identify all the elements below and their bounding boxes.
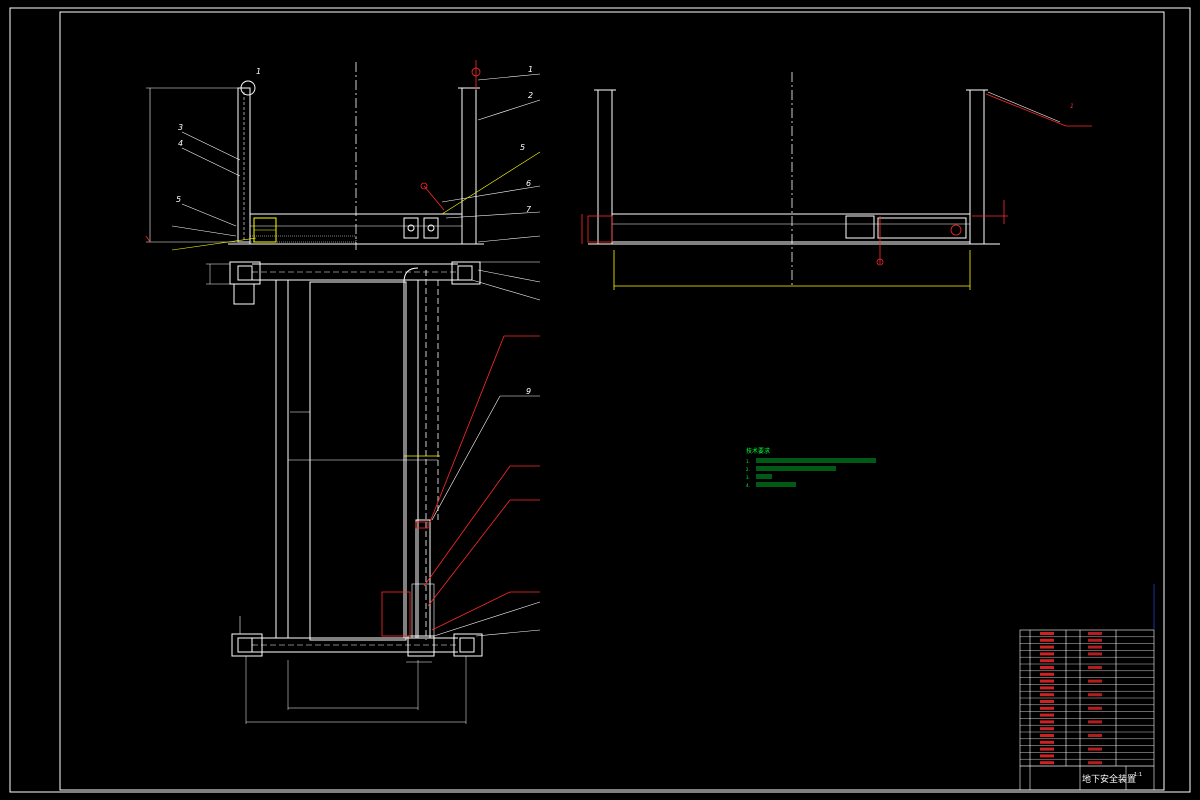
- left-post: [237, 87, 251, 243]
- parts-row-name-mark: [1040, 693, 1054, 697]
- callout-5-left: 5: [176, 195, 181, 204]
- parts-row-material-mark: [1088, 638, 1102, 642]
- bracket-bottom-right: [453, 633, 483, 657]
- inner-border: [59, 11, 1165, 791]
- note-line-2: 2.: [746, 467, 750, 472]
- callout-2: 2: [528, 91, 533, 100]
- parts-row-material-mark: [1088, 720, 1102, 724]
- parts-row-name-mark: [1040, 666, 1054, 669]
- drawing-title: 地下安全装置: [1082, 773, 1136, 785]
- roller-block-1: [403, 217, 419, 239]
- front-section-view: [146, 62, 541, 251]
- parts-row-name-mark: [1040, 645, 1054, 649]
- parts-row-name-mark: [1040, 727, 1054, 731]
- parts-row-material-mark: [1088, 652, 1102, 656]
- parts-row-name-mark: [1040, 700, 1054, 703]
- side-left-post: [597, 89, 613, 245]
- bracket-top-right: [451, 261, 481, 285]
- parts-row-material-mark: [1088, 679, 1102, 683]
- note-line-3: 3.: [746, 475, 750, 480]
- plan-view-red-leaders: [381, 335, 540, 637]
- red-dimension-box: [381, 591, 411, 637]
- technical-notes: 技术要求 1. 2. 3. 4.: [746, 447, 876, 488]
- parts-row-name-mark: [1040, 706, 1054, 710]
- parts-row-material-mark: [1088, 734, 1102, 737]
- roller-block-2: [423, 217, 439, 239]
- note-line-4: 4.: [746, 483, 750, 488]
- bracket-bottom-left: [231, 633, 263, 657]
- title-block: [1020, 765, 1154, 790]
- parts-row-name-mark: [1040, 659, 1054, 663]
- callout-7: 7: [526, 205, 532, 214]
- hatched-floor-strip: [249, 235, 357, 243]
- plan-view: [206, 261, 541, 724]
- side-right-post: [969, 89, 985, 245]
- side-view-colored-marks: [581, 93, 1092, 290]
- parts-row-name-mark: [1040, 638, 1054, 642]
- notes-title: 技术要求: [746, 447, 770, 455]
- callout-1-right: 1: [528, 65, 533, 74]
- parts-row-material-mark: [1088, 747, 1102, 751]
- parts-row-material-mark: [1088, 706, 1102, 710]
- parts-row-name-mark: [1040, 720, 1054, 724]
- callout-6: 6: [526, 179, 531, 188]
- parts-row-name-mark: [1040, 652, 1054, 656]
- parts-row-name-mark: [1040, 734, 1054, 737]
- parts-row-name-mark: [1040, 761, 1054, 765]
- bracket-top-left: [229, 261, 261, 285]
- outer-border: [9, 7, 1191, 793]
- left-post-cap: [240, 80, 256, 96]
- parts-row-name-mark: [1040, 672, 1054, 676]
- plan-inner-panel: [309, 281, 407, 641]
- parts-row-name-mark: [1040, 713, 1054, 717]
- front-view-red-marks: [145, 60, 481, 243]
- callout-4: 4: [178, 139, 183, 148]
- callout-3: 3: [178, 123, 183, 132]
- parts-row-material-mark: [1088, 645, 1102, 649]
- parts-row-name-mark: [1040, 740, 1054, 744]
- callout-1-left: 1: [256, 67, 261, 76]
- side-view: [588, 72, 1061, 286]
- parts-row-material-mark: [1088, 666, 1102, 669]
- parts-row-name-mark: [1040, 679, 1054, 683]
- parts-list-rows: [1020, 632, 1154, 767]
- parts-row-material-mark: [1088, 632, 1102, 635]
- parts-row-material-mark: [1088, 761, 1102, 765]
- red-datum-mid: [420, 182, 428, 190]
- parts-row-name-mark: [1040, 686, 1054, 690]
- drawing-scale: 1:1: [1134, 772, 1142, 778]
- note-line-1: 1.: [746, 459, 750, 464]
- parts-row-material-mark: [1088, 693, 1102, 697]
- parts-row-name-mark: [1040, 747, 1054, 751]
- parts-row-name-mark: [1040, 754, 1054, 758]
- platform-beam: [249, 213, 463, 245]
- callout-5-right: 5: [520, 143, 525, 152]
- side-view-callout-1: 1: [1070, 103, 1074, 110]
- right-post: [461, 87, 477, 245]
- callout-9: 9: [526, 387, 531, 396]
- parts-row-name-mark: [1040, 632, 1054, 635]
